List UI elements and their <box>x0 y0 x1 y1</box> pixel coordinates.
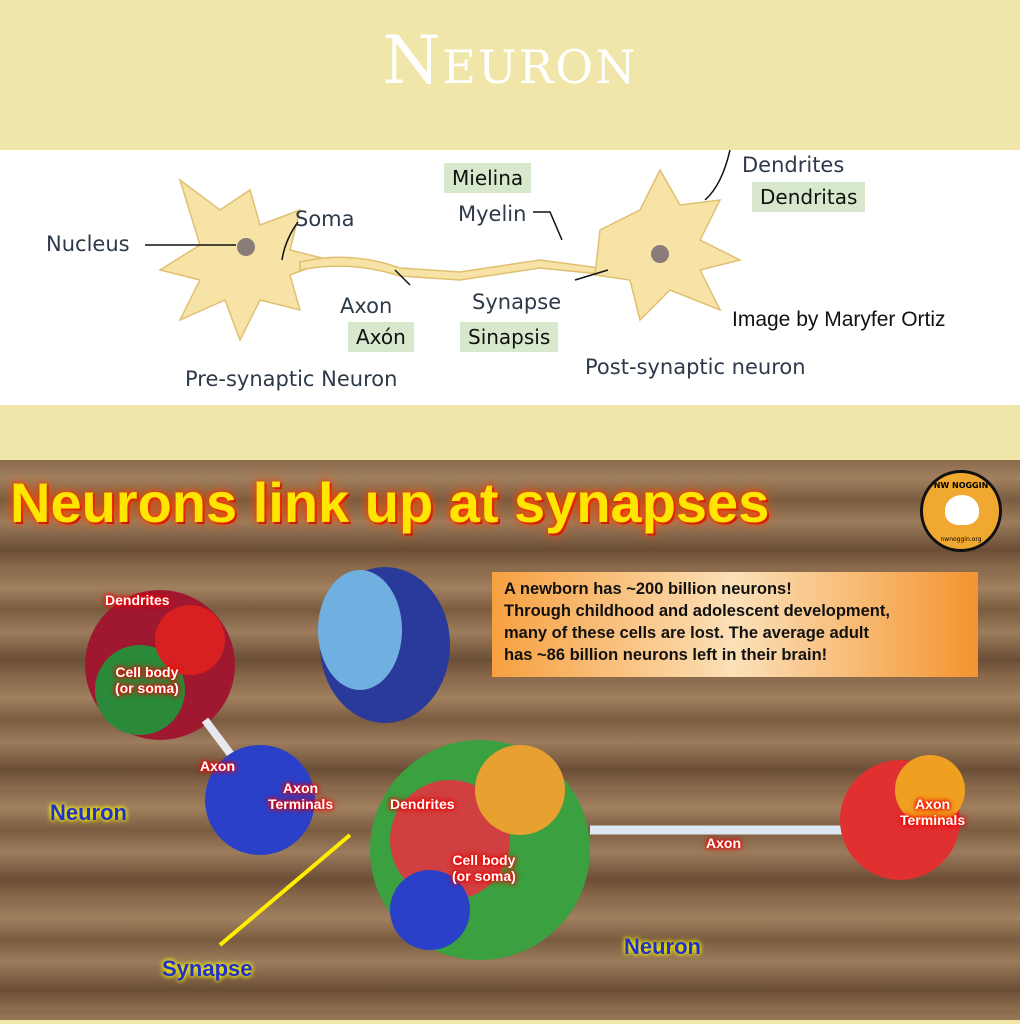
label-axon-1: Axon <box>200 758 235 774</box>
label-text: Axon <box>915 796 951 812</box>
post-synaptic-soma <box>594 168 743 322</box>
label-axon-2: Axon <box>706 835 741 851</box>
label-dendrites: Dendrites <box>742 153 845 177</box>
nw-noggin-logo: NW NOGGIN nwnoggin.org <box>920 470 1002 552</box>
pre-synaptic-soma <box>158 178 333 342</box>
fact-line: Through childhood and adolescent develop… <box>504 602 890 620</box>
label-neuron-2: Neuron <box>624 934 701 959</box>
label-sinapsis: Sinapsis <box>460 322 559 352</box>
header-band <box>0 0 1020 150</box>
label-dendrites-2: Dendrites <box>390 796 455 812</box>
logo-text-bottom: nwnoggin.org <box>940 536 982 543</box>
label-pre-synaptic: Pre-synaptic Neuron <box>185 367 398 391</box>
label-axon-es: Axón <box>348 322 414 352</box>
label-soma: Soma <box>295 207 355 231</box>
label-cell-body-1: Cell body(or soma) <box>115 664 179 696</box>
pipe-cleaner-neurons <box>85 567 965 960</box>
nucleus-shape <box>651 245 669 263</box>
fact-line: A newborn has ~200 billion neurons! <box>504 580 792 598</box>
neuron1-axon-terminals <box>205 745 315 855</box>
skull-icon <box>945 495 979 525</box>
nucleus-shape <box>237 238 255 256</box>
neuron-diagram: Nucleus Soma Mielina Myelin Dendrites De… <box>0 149 1020 405</box>
label-neuron-1: Neuron <box>50 800 127 825</box>
photo-title: Neurons link up at synapses <box>10 471 770 534</box>
label-cell-body-2: Cell body(or soma) <box>452 852 516 884</box>
label-cell-body-text: Cell body <box>452 852 516 868</box>
label-post-synaptic: Post-synaptic neuron <box>585 355 806 379</box>
label-nucleus: Nucleus <box>46 232 130 256</box>
label-soma-text: (or soma) <box>452 868 516 884</box>
label-synapse: Synapse <box>472 290 562 314</box>
label-cell-body-text: Cell body <box>115 664 179 680</box>
label-synapse: Synapse <box>162 956 253 981</box>
synapse-arrow <box>218 833 352 947</box>
label-myelin: Myelin <box>458 202 527 226</box>
label-axon: Axon <box>340 294 393 318</box>
fact-line: many of these cells are lost. The averag… <box>504 624 869 642</box>
label-mielina: Mielina <box>444 163 532 193</box>
label-soma-text: (or soma) <box>115 680 179 696</box>
label-dendritas: Dendritas <box>752 182 866 212</box>
fact-box: A newborn has ~200 billion neurons! Thro… <box>492 572 978 677</box>
neuron-model-photo <box>0 460 1020 1020</box>
label-text: Axon <box>283 780 319 796</box>
page-title: Neuron <box>382 22 638 99</box>
label-text: Terminals <box>900 812 966 828</box>
logo-text-top: NW NOGGIN <box>933 481 989 490</box>
fact-line: has ~86 billion neurons left in their br… <box>504 646 828 664</box>
separator-band <box>0 405 1020 460</box>
label-dendrites-1: Dendrites <box>105 592 170 608</box>
label-text: Terminals <box>268 796 334 812</box>
axon-shape <box>299 256 601 281</box>
neuron-illustration <box>145 149 743 342</box>
image-credit: Image by Maryfer Ortiz <box>732 308 946 331</box>
